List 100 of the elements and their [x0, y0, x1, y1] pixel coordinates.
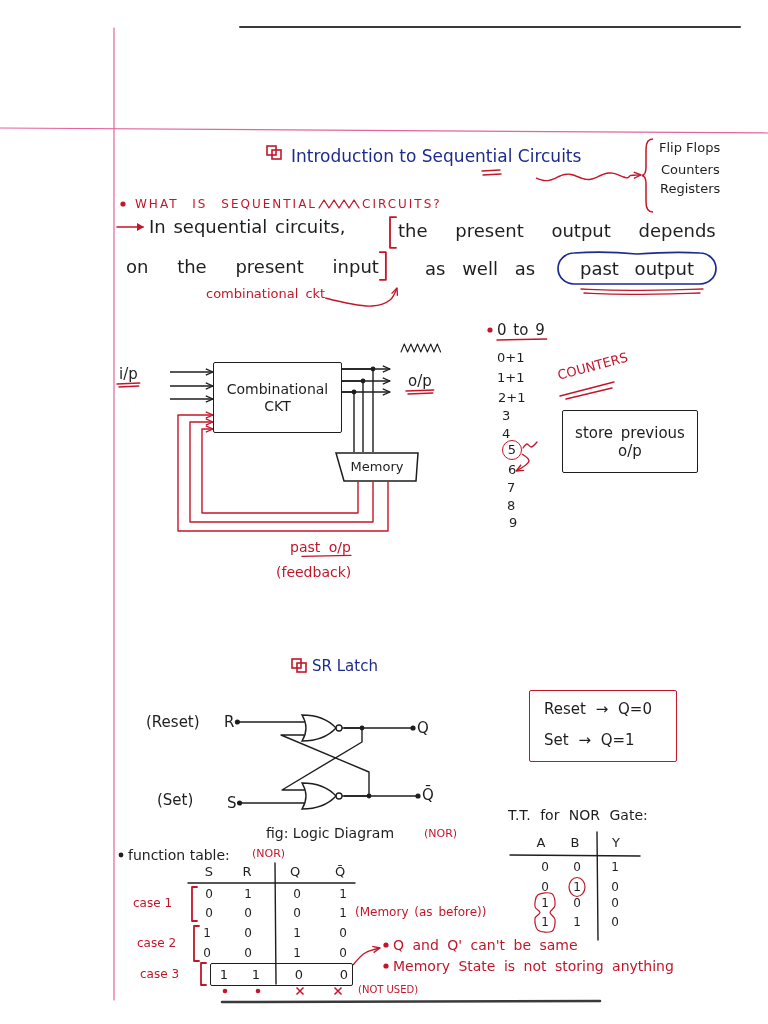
arrow	[201, 425, 359, 514]
table-cell: 0	[205, 905, 213, 921]
table-cell: 0	[339, 945, 347, 961]
annotation: (NOR)	[424, 827, 458, 841]
table-cell: 1	[339, 905, 347, 921]
title: Introduction to Sequential Circuits	[291, 146, 582, 167]
io-label: i/p	[119, 365, 138, 383]
terminal-label: R	[224, 713, 235, 731]
connector-line	[236, 800, 297, 806]
table-cell: 0	[611, 895, 619, 911]
arrow	[352, 945, 381, 966]
annotation: (NOR)	[252, 847, 286, 861]
counter-value: 5	[507, 442, 517, 458]
table-header: Y	[612, 835, 620, 851]
counter-value: 0+1	[497, 350, 525, 366]
list-item: Flip Flops	[659, 140, 721, 156]
connector-line	[341, 391, 355, 453]
table-header: A	[536, 835, 546, 851]
table-cell: 1	[203, 925, 211, 941]
counter-value: 8	[507, 498, 516, 514]
table-cell: 1	[541, 895, 549, 911]
table-cell: 0	[541, 879, 549, 895]
table-cell: 0	[293, 886, 301, 902]
arrow	[169, 395, 214, 403]
table-cell: 0	[339, 967, 349, 983]
terminal-label: Q	[417, 719, 429, 737]
annotation: (feedback)	[276, 563, 352, 581]
process-box	[213, 362, 342, 433]
table-cell: 1	[219, 967, 229, 983]
body-text: past output	[580, 257, 694, 280]
block-label: Combinational CKT	[225, 380, 330, 415]
table-cell: 0	[541, 859, 549, 875]
body-text: on the present input	[126, 256, 379, 278]
table-header: S	[204, 864, 214, 880]
block-label: store previous o/p	[574, 423, 686, 460]
table-cell: 1	[293, 945, 301, 961]
table-cell: 0	[244, 945, 252, 961]
table-header: B	[570, 835, 580, 851]
table-cell: 0	[339, 925, 347, 941]
counter-value: 9	[509, 515, 518, 531]
list-item: Registers	[660, 181, 721, 197]
connector-line	[280, 734, 370, 797]
table-cell: 1	[573, 879, 581, 895]
counter-value: 3	[502, 408, 511, 424]
question-text: WHAT IS SEQUENTIAL	[135, 196, 318, 212]
connector-line	[281, 727, 363, 791]
counter-value: 1+1	[497, 370, 525, 386]
terminal-label: S	[227, 794, 237, 812]
question-text: CIRCUITS?	[362, 196, 442, 212]
arrow	[169, 368, 214, 376]
connector-line	[341, 368, 374, 453]
table-cell: 0	[611, 879, 619, 895]
counter-value: 7	[507, 480, 516, 496]
block-label: Memory	[350, 459, 404, 475]
annotation: (NOT USED)	[358, 984, 419, 996]
table-header: Q̄	[334, 864, 346, 880]
arrow	[324, 287, 399, 307]
case-label: case 1	[133, 895, 173, 911]
body-text: the present output depends	[398, 220, 716, 242]
row-outline	[210, 963, 353, 986]
list-item: Counters	[661, 162, 720, 178]
terminal-caption: (Reset)	[146, 713, 200, 731]
terminal-label: Q̄	[422, 786, 434, 804]
terminal-caption: (Set)	[157, 791, 194, 809]
counter-value: 2+1	[498, 390, 526, 406]
table-header: R	[242, 864, 252, 880]
table-cell: 0	[244, 905, 252, 921]
table-cell: 0	[203, 945, 211, 961]
arrow	[515, 453, 530, 472]
body-text: as well as	[425, 258, 536, 280]
table-cell: 1	[573, 914, 581, 930]
table-title: T.T. for NOR Gate:	[508, 806, 648, 824]
arrow	[169, 382, 214, 390]
arrow	[177, 411, 389, 532]
note-text: Q and Q' can't be same	[393, 937, 578, 954]
table-cell: 0	[293, 905, 301, 921]
figure-caption: fig: Logic Diagram	[266, 824, 395, 842]
table-cell: 1	[244, 886, 252, 902]
connector-line	[234, 719, 297, 725]
annotation: (Memory (as before))	[355, 904, 487, 920]
table-cell: 0	[573, 859, 581, 875]
body-text: In sequential circuits,	[149, 216, 346, 238]
arrow	[535, 171, 642, 182]
table-header: Q	[289, 864, 301, 880]
table-cell: 1	[339, 886, 347, 902]
case-label: case 2	[137, 935, 177, 951]
table-cell: 1	[611, 859, 619, 875]
table-cell: 1	[251, 967, 261, 983]
section-heading: SR Latch	[312, 657, 378, 675]
arrow	[189, 418, 374, 523]
table-title: function table:	[128, 846, 230, 864]
table-cell: 0	[294, 967, 304, 983]
note-text: Memory State is not storing anything	[393, 958, 674, 975]
table-cell: 1	[293, 925, 301, 941]
table-cell: 0	[573, 895, 581, 911]
range-text: 0 to 9	[497, 321, 545, 339]
note-box	[562, 410, 698, 473]
rule-text: Reset → Q=0	[544, 700, 652, 718]
annotation: combinational ckt	[206, 286, 326, 302]
table-cell: 0	[205, 886, 213, 902]
